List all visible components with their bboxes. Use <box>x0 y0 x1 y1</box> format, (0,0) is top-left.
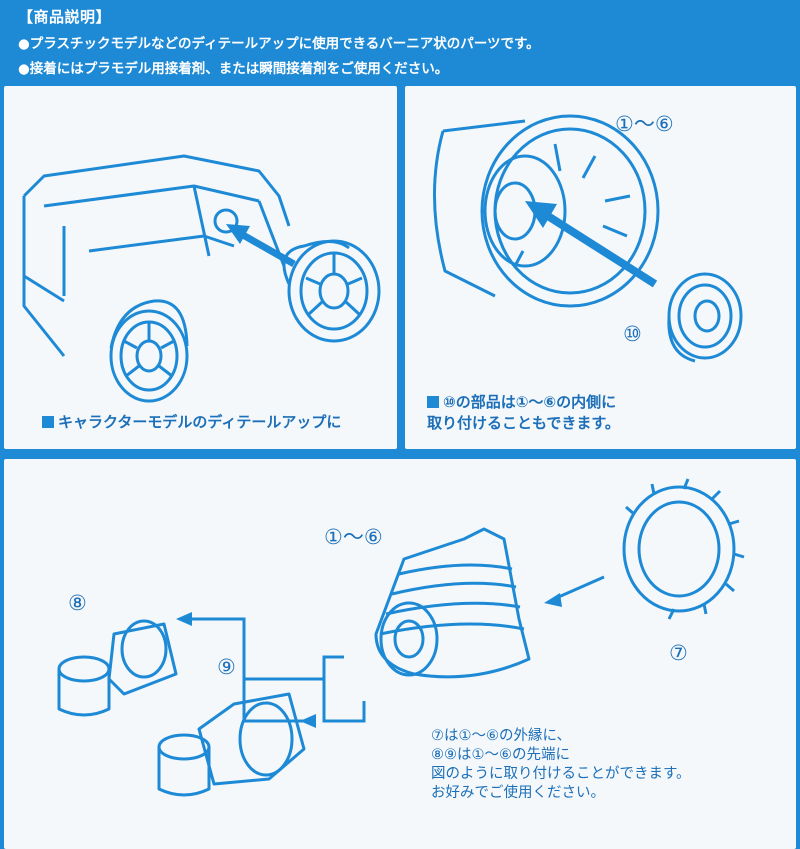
label-part-10: ⑩ <box>623 322 642 346</box>
label-parts-1-6: ①～⑥ <box>324 525 383 549</box>
note-line-4: お好みでご使用ください。 <box>431 785 605 801</box>
bullet-usage: ●プラスチックモデルなどのディテールアップに使用できるバーニア状のパーツです。 <box>18 36 540 52</box>
panel1-caption-text: キャラクターモデルのディテールアップに <box>58 413 342 431</box>
outer-parts-illustration <box>57 478 745 797</box>
panel-outer-parts: ①～⑥ ⑦ ⑧ ⑨ ⑦は①～⑥の外縁に、 ⑧⑨は①～⑥の先端に 図のように取り付… <box>4 459 796 849</box>
note-line-1: ⑦は①～⑥の外縁に、 <box>431 728 572 744</box>
panel1-caption: キャラクターモデルのディテールアップに <box>42 412 341 433</box>
panel-character-model: キャラクターモデルのディテールアップに <box>4 86 397 449</box>
label-part-8: ⑧ <box>68 591 87 615</box>
section-title: 【商品説明】 <box>18 8 112 26</box>
panel2-caption-line1: ⑩の部品は①～⑥の内側に <box>443 393 617 411</box>
label-part-7: ⑦ <box>669 641 688 665</box>
usage-notes: ⑦は①～⑥の外縁に、 ⑧⑨は①～⑥の先端に 図のように取り付けることができます。… <box>431 727 691 803</box>
panel-inner-part: ①～⑥ ⑩ ⑩の部品は①～⑥の内側に 取り付けることもできます。 <box>405 86 796 449</box>
note-line-3: 図のように取り付けることができます。 <box>431 766 691 782</box>
panel2-caption-line2: 取り付けることもできます。 <box>427 414 620 432</box>
panel2-caption: ⑩の部品は①～⑥の内側に 取り付けることもできます。 <box>427 392 620 434</box>
label-part-9: ⑨ <box>217 655 236 679</box>
product-description-header: 【商品説明】 ●プラスチックモデルなどのディテールアップに使用できるバーニア状の… <box>18 6 788 77</box>
note-line-2: ⑧⑨は①～⑥の先端に <box>431 747 570 763</box>
label-parts-1-6: ①～⑥ <box>615 112 674 136</box>
bullet-square-icon <box>42 416 54 428</box>
bullet-adhesive: ●接着にはプラモデル用接着剤、または瞬間接着剤をご使用ください。 <box>18 61 449 77</box>
character-model-illustration <box>22 154 381 403</box>
inner-part-illustration <box>433 114 743 363</box>
bullet-square-icon <box>427 396 439 408</box>
